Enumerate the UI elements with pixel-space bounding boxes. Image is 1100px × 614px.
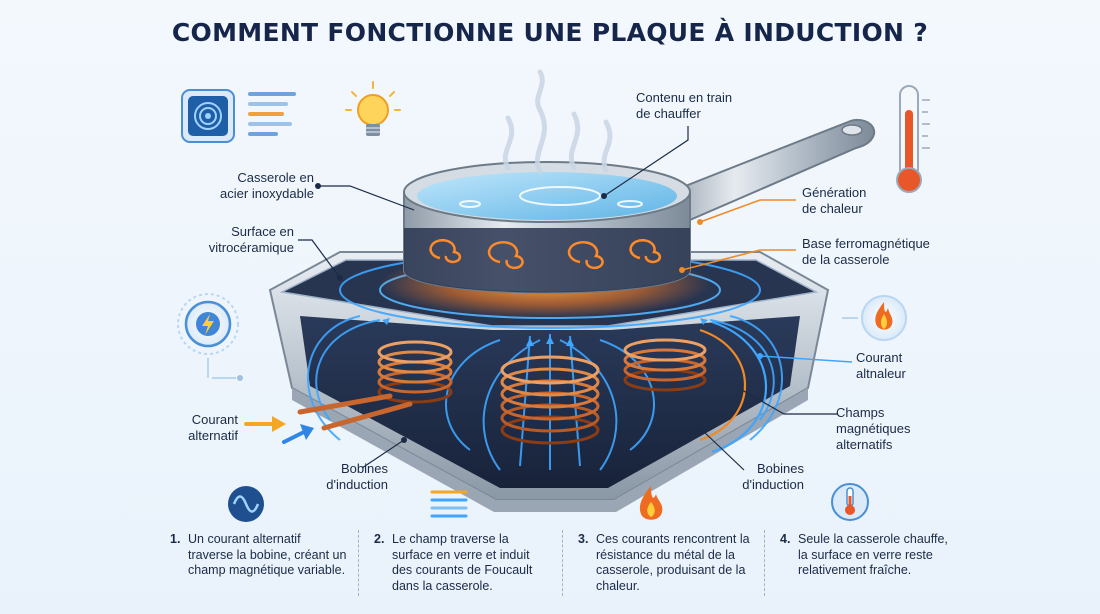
page-title: COMMENT FONCTIONNE UNE PLAQUE À INDUCTIO…: [171, 18, 929, 47]
induction-coil-right: [623, 338, 707, 392]
leader-lines: [298, 126, 838, 471]
field-layers-icon: [430, 490, 468, 518]
step-text: Le champ traverse la surface en verre et…: [392, 532, 533, 593]
thermometer-small-icon: [831, 483, 869, 521]
label-casserole: Casserole en acier inoxydable: [220, 170, 314, 201]
flame-badge-icon: [842, 295, 907, 341]
label-base: Base ferromagnétique de la casserole: [802, 236, 930, 267]
label-generation: Génération de chaleur: [802, 185, 867, 216]
label-courant-right: Courant altnaleur: [856, 350, 906, 381]
step-number: 3.: [578, 532, 589, 546]
induction-panel-icon: [181, 89, 235, 143]
thermometer-icon: [896, 85, 930, 193]
label-contenu: Contenu en train de chauffer: [636, 90, 733, 121]
step-divider: [358, 530, 359, 596]
step-number: 4.: [780, 532, 791, 546]
field-arrowheads: [382, 318, 708, 346]
sine-wave-icon: [228, 486, 264, 522]
label-bobines-left: Bobines d'induction: [326, 461, 388, 492]
label-surface: Surface en vitrocéramique: [208, 224, 294, 255]
leader-lines-orange: [681, 199, 796, 271]
step-text: Ces courants rencontrent la résistance d…: [596, 532, 750, 593]
current-input-arrows: [244, 416, 314, 444]
leader-dots: [315, 183, 763, 443]
step-text: Seule la casserole chauffe, la surface e…: [798, 532, 948, 577]
step-divider: [764, 530, 765, 596]
lightbulb-icon: [345, 81, 401, 136]
flame-icon: [639, 486, 663, 520]
induction-coil-center: [500, 355, 600, 445]
label-bobines-right: Bobines d'induction: [742, 461, 804, 492]
induction-coil-left: [377, 340, 453, 404]
step-text: Un courant alternatif traverse la bobine…: [188, 532, 347, 577]
saucepan: [403, 118, 876, 294]
steam: [502, 69, 613, 175]
alternating-field-arcs: [699, 320, 768, 454]
step-number: 2.: [374, 532, 385, 546]
settings-lines-icon: [248, 92, 296, 136]
coil-lead-wires: [297, 393, 413, 431]
leader-line-blue: [759, 355, 853, 363]
step-number: 1.: [170, 532, 181, 546]
step-divider: [562, 530, 563, 596]
lightning-power-icon: [177, 293, 243, 381]
label-courant-left: Courant alternatif: [188, 412, 238, 443]
label-champs: Champs magnétiques alternatifs: [836, 405, 911, 452]
